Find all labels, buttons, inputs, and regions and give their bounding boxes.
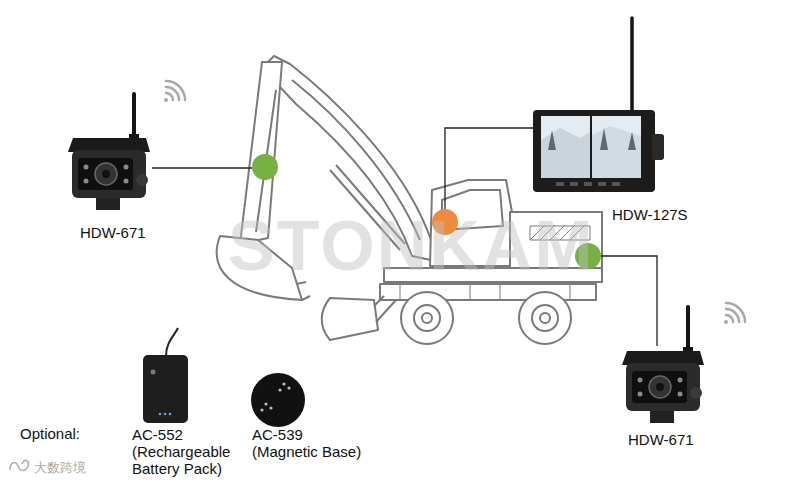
camera-antenna <box>686 307 690 351</box>
magnet-screw <box>260 408 263 411</box>
blade-arm <box>374 296 396 322</box>
camera-lens <box>649 376 671 398</box>
camera-body <box>626 363 700 411</box>
ir-led <box>638 392 643 397</box>
magnet-screw <box>282 382 285 385</box>
leader-lines <box>152 128 657 346</box>
camera-knob <box>136 174 148 186</box>
dozer-blade <box>322 298 378 340</box>
battery-cord <box>166 328 178 356</box>
camera-knob <box>690 387 702 399</box>
camera-lens-center <box>102 170 110 178</box>
device-label: HDW-671 <box>80 224 146 241</box>
monitor-frame <box>533 110 655 192</box>
battery-led <box>169 413 172 416</box>
wheel-hub <box>414 305 440 331</box>
wifi-arc <box>726 303 745 322</box>
wifi-arc <box>726 309 739 322</box>
wifi-arc <box>166 87 179 100</box>
ir-led <box>124 165 129 170</box>
ir-led <box>678 392 683 397</box>
wifi-icon <box>724 303 745 324</box>
wifi-icon <box>164 81 185 102</box>
screen-scene <box>541 128 590 178</box>
wheel <box>401 292 453 344</box>
camera-sunshade <box>622 351 704 365</box>
accessory-label: AC-539 (Magnetic Base) <box>252 426 370 460</box>
wifi-arc <box>166 81 185 100</box>
device-label: HDW-671 <box>628 431 694 448</box>
wheel-hub <box>532 305 558 331</box>
monitor-button <box>584 182 592 186</box>
wifi-dot <box>164 98 168 102</box>
monitor-button <box>612 182 620 186</box>
magnet-disc <box>251 373 305 427</box>
excavator <box>217 56 602 344</box>
camera-right <box>622 307 704 423</box>
watermark: STONKAM <box>228 206 595 286</box>
camera-bracket <box>96 198 120 210</box>
camera-lens <box>95 163 117 185</box>
monitor-buttons <box>556 182 620 186</box>
ir-led <box>678 378 683 383</box>
screen-scene <box>592 126 641 178</box>
monitor-button <box>556 182 564 186</box>
ir-led <box>84 165 89 170</box>
camera-face <box>78 158 133 190</box>
battery-pack <box>143 328 188 423</box>
camera-sunshade <box>68 138 150 152</box>
watermark: 大数跨境 <box>34 460 86 476</box>
monitor <box>533 18 664 192</box>
mount-point <box>252 154 278 180</box>
device-label: HDW-127S <box>612 206 688 223</box>
battery-led <box>159 413 162 416</box>
camera-antenna <box>132 94 136 138</box>
ir-led <box>124 179 129 184</box>
camera-left <box>68 94 150 210</box>
wifi-arc <box>726 315 733 322</box>
wheel-center <box>422 313 432 323</box>
monitor-antenna <box>630 18 634 112</box>
magnet-screw <box>269 406 272 409</box>
magnet-screw <box>264 402 267 405</box>
monitor-screen <box>541 116 641 178</box>
watermark-logo <box>10 460 28 470</box>
battery-body <box>143 355 188 423</box>
leader-line <box>445 128 533 209</box>
magnet-screw <box>287 386 290 389</box>
leader-line <box>152 167 252 168</box>
camera-bracket <box>650 411 674 423</box>
leader-line <box>601 256 657 346</box>
battery-led <box>164 413 167 416</box>
ir-led <box>84 179 89 184</box>
camera-face <box>632 371 687 403</box>
screen-divider <box>590 116 592 178</box>
wifi-arc <box>166 93 173 100</box>
accessory-label: AC-552 (Rechargeable Battery Pack) <box>132 426 236 477</box>
wheel <box>519 292 571 344</box>
magnetic-base <box>251 373 305 427</box>
wheel-center <box>540 313 550 323</box>
monitor-bracket <box>652 134 664 160</box>
ir-led <box>638 378 643 383</box>
camera-lens-center <box>656 383 664 391</box>
camera-body <box>72 150 146 198</box>
wifi-dot <box>724 320 728 324</box>
battery-button <box>151 370 156 375</box>
monitor-button <box>598 182 606 186</box>
magnet-screw <box>278 388 281 391</box>
section-label: Optional: <box>20 425 80 442</box>
monitor-button <box>570 182 578 186</box>
